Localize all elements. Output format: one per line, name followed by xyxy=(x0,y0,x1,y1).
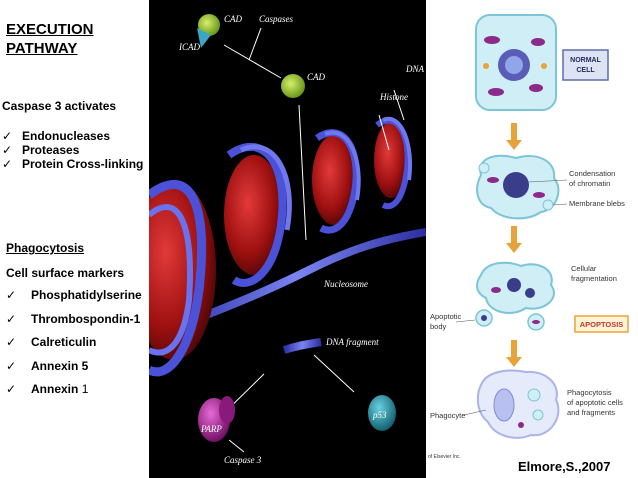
check-icon: ✓ xyxy=(6,288,17,302)
down-arrow-icon xyxy=(506,123,522,150)
nucleosome-large xyxy=(149,180,216,377)
marker-list: ✓Phosphatidylserine ✓Thrombospondin-1 ✓C… xyxy=(6,284,142,402)
histone-label: Histone xyxy=(379,92,408,102)
caspases-label: Caspases xyxy=(259,14,294,24)
list-item: ✓Endonucleases xyxy=(2,129,111,143)
condensation-label: Condensation xyxy=(569,169,615,178)
caspase3-label: Caspase 3 xyxy=(224,455,262,465)
stage-arrows xyxy=(506,123,522,367)
svg-text:of chromatin: of chromatin xyxy=(569,179,610,188)
p53-sphere xyxy=(368,395,396,431)
nucleosome-right xyxy=(312,129,361,234)
dna-fragmentation-illustration: CAD ICAD Caspases CAD DNA Histone Nucleo… xyxy=(149,14,426,465)
markers-heading: Cell surface markers xyxy=(6,266,125,280)
svg-text:APOPTOSIS: APOPTOSIS xyxy=(580,320,624,329)
list-item: ✓Proteases xyxy=(2,143,80,157)
icad-label: ICAD xyxy=(178,42,200,52)
fragmenting-cell xyxy=(475,261,555,331)
check-icon: ✓ xyxy=(6,382,17,396)
check-icon: ✓ xyxy=(6,335,17,349)
membrane-blebs-label: Membrane blebs xyxy=(569,199,625,208)
dna-fragment-label: DNA fragment xyxy=(325,337,379,347)
apoptotic-body-label: Apoptotic xyxy=(430,312,462,321)
caspase-target-list: ✓Endonucleases ✓Proteases ✓Protein Cross… xyxy=(2,129,143,171)
check-icon: ✓ xyxy=(2,143,13,157)
nucleosome-label: Nucleosome xyxy=(323,279,368,289)
phagocytosis-heading: Phagocytosis xyxy=(6,241,85,255)
nucleosome-middle xyxy=(224,142,292,287)
normal-cell-box: NORMAL CELL xyxy=(562,49,609,81)
svg-text:fragmentation: fragmentation xyxy=(571,274,617,283)
icad-shape xyxy=(197,28,211,48)
leader-lines xyxy=(528,179,568,206)
svg-text:NORMAL: NORMAL xyxy=(570,57,601,64)
cad-sphere-mid xyxy=(281,74,305,98)
apoptosis-box: APOPTOSIS xyxy=(574,315,629,333)
list-item: ✓Protein Cross-linking xyxy=(2,157,144,171)
cad-label: CAD xyxy=(224,14,243,24)
dna-strand xyxy=(167,228,426,334)
list-item: ✓Thrombospondin-1 xyxy=(6,308,142,332)
list-item: ✓Annexin 1 xyxy=(6,378,142,402)
down-arrow-icon xyxy=(506,226,522,253)
dna-label: DNA xyxy=(405,64,425,74)
list-item: ✓Calreticulin xyxy=(6,331,142,355)
cad-sphere xyxy=(198,14,220,36)
check-icon: ✓ xyxy=(6,358,17,373)
phagocytosis-label: Phagocytosis xyxy=(567,388,612,397)
check-icon: ✓ xyxy=(2,157,13,171)
citation: Elmore,S.,2007 xyxy=(518,459,611,474)
publisher-note: of Elsevier Inc. xyxy=(428,454,461,460)
parp-label: PARP xyxy=(200,424,222,434)
apoptosis-stages-figure: NORMAL CELL Condensation of chromatin Me… xyxy=(428,14,629,460)
caspase-heading: Caspase 3 activates xyxy=(2,99,117,113)
fragmentation-label: Cellular xyxy=(571,264,597,273)
svg-text:body: body xyxy=(430,322,447,331)
normal-cell xyxy=(475,14,557,111)
dna-fragmentation-figure: CAD ICAD Caspases CAD DNA Histone Nucleo… xyxy=(149,0,426,478)
svg-text:CELL: CELL xyxy=(576,67,595,74)
check-icon: ✓ xyxy=(6,311,17,326)
phagocyte-cell xyxy=(476,369,560,439)
slide-title: EXECUTION PATHWAY xyxy=(6,21,94,57)
svg-text:and fragments: and fragments xyxy=(567,408,615,417)
dna-fragment xyxy=(282,338,322,354)
condensed-cell xyxy=(476,154,560,220)
down-arrow-icon xyxy=(506,340,522,367)
cad-label-mid: CAD xyxy=(307,72,326,82)
list-item: ✓Phosphatidylserine xyxy=(6,284,142,308)
nucleosome-far xyxy=(374,116,412,210)
list-item: ✓Annexin 5 xyxy=(6,355,142,379)
p53-label: p53 xyxy=(372,410,387,420)
phagocyte-label: Phagocyte xyxy=(430,411,465,420)
check-icon: ✓ xyxy=(2,129,13,143)
svg-text:of apoptotic cells: of apoptotic cells xyxy=(567,398,623,407)
